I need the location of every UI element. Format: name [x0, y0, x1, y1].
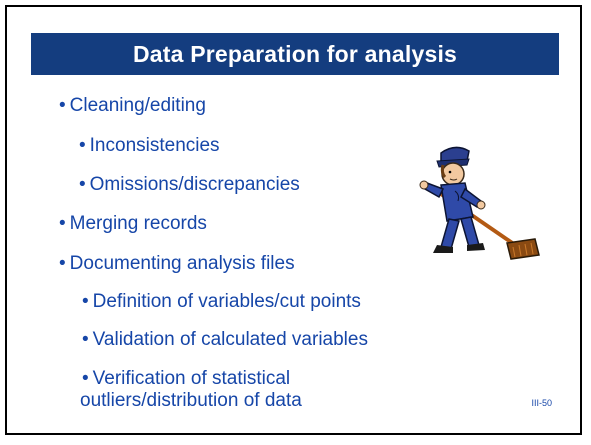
- bullet-merging-records: •Merging records: [59, 213, 207, 235]
- slide-title: Data Preparation for analysis: [132, 40, 458, 67]
- janitor-sweeping-illustration: [419, 146, 540, 260]
- bullet-dot: •: [59, 95, 66, 116]
- bullet-documenting-files: •Documenting analysis files: [59, 253, 295, 275]
- bullet-verification-outliers: •Verification of statistical outliers/di…: [80, 368, 302, 412]
- title-bar: Data Preparation for analysis: [31, 33, 559, 75]
- bullet-text: Cleaning/editing: [69, 95, 206, 116]
- bullet-definition-variables: •Definition of variables/cut points: [82, 291, 361, 313]
- bullet-dot: •: [59, 253, 66, 274]
- bullet-dot: •: [82, 368, 89, 389]
- bullet-omissions: •Omissions/discrepancies: [79, 174, 300, 196]
- bullet-text: Omissions/discrepancies: [89, 174, 300, 195]
- bullet-text-line2: outliers/distribution of data: [80, 390, 302, 411]
- bullet-text: Validation of calculated variables: [92, 329, 368, 350]
- bullet-cleaning-editing: •Cleaning/editing: [59, 95, 206, 117]
- bullet-text: Documenting analysis files: [69, 253, 295, 274]
- bullet-dot: •: [59, 213, 66, 234]
- slide: Data Preparation for analysis •Cleaning/…: [5, 5, 582, 435]
- bullet-text: Inconsistencies: [89, 135, 220, 156]
- slide-number: III-50: [531, 398, 552, 408]
- bullet-dot: •: [79, 174, 86, 195]
- bullet-text: Definition of variables/cut points: [92, 291, 361, 312]
- bullet-text-line1: Verification of statistical: [92, 368, 291, 389]
- bullet-dot: •: [79, 135, 86, 156]
- bullet-dot: •: [82, 291, 89, 312]
- bullet-text: Merging records: [69, 213, 207, 234]
- bullet-inconsistencies: •Inconsistencies: [79, 135, 220, 157]
- bullet-validation-variables: •Validation of calculated variables: [82, 329, 368, 351]
- bullet-dot: •: [82, 329, 89, 350]
